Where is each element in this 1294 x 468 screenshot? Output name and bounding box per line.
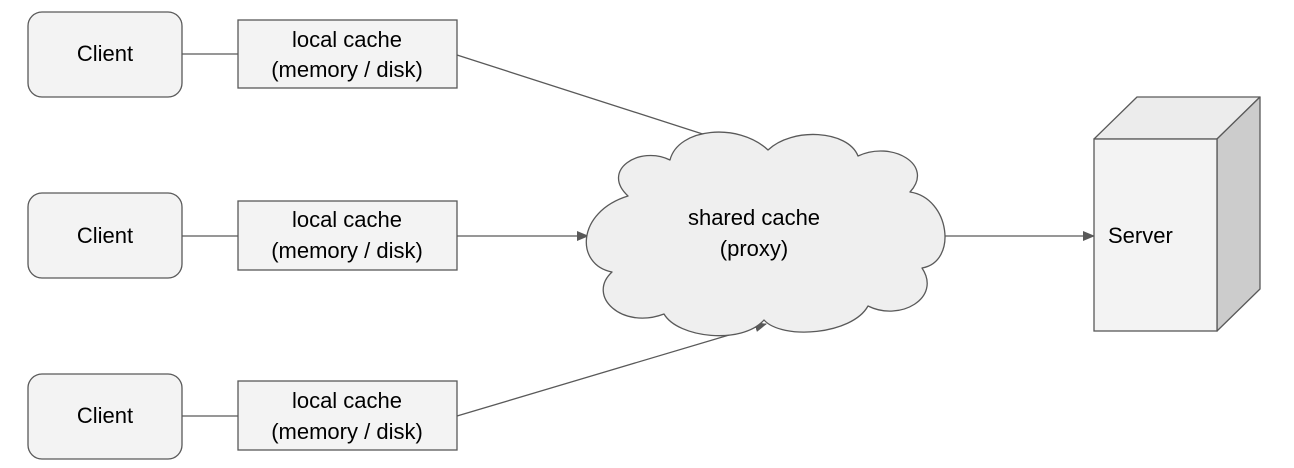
local-cache-box	[237, 19, 458, 89]
client-box	[27, 373, 183, 460]
cloud-shape	[585, 131, 946, 337]
local-cache-box	[237, 380, 458, 451]
local-cache-label-line2: (memory / disk)	[271, 238, 423, 263]
client-node: Client	[27, 11, 183, 98]
client-box	[27, 11, 183, 98]
server-label: Server	[1108, 223, 1173, 248]
local-cache-node: local cache (memory / disk)	[237, 19, 458, 89]
server-node: Server	[1093, 96, 1261, 332]
client-node: Client	[27, 373, 183, 460]
client-box	[27, 192, 183, 279]
local-cache-label-line1: local cache	[292, 27, 402, 52]
client-label: Client	[77, 41, 133, 66]
local-cache-label-line1: local cache	[292, 388, 402, 413]
local-cache-label-line1: local cache	[292, 207, 402, 232]
local-cache-node: local cache (memory / disk)	[237, 200, 458, 271]
shared-cache-label-line1: shared cache	[688, 205, 820, 230]
local-cache-label-line2: (memory / disk)	[271, 419, 423, 444]
local-cache-node: local cache (memory / disk)	[237, 380, 458, 451]
client-node: Client	[27, 192, 183, 279]
server-side-face	[1216, 96, 1261, 332]
shared-cache-label-line2: (proxy)	[720, 236, 788, 261]
client-connectors	[182, 53, 238, 417]
arrow-cache-3-to-shared-cache	[456, 322, 767, 417]
client-label: Client	[77, 223, 133, 248]
local-cache-box	[237, 200, 458, 271]
local-cache-label-line2: (memory / disk)	[271, 57, 423, 82]
server-front-face	[1093, 138, 1218, 332]
shared-cache-node: shared cache (proxy)	[585, 131, 946, 337]
client-label: Client	[77, 403, 133, 428]
